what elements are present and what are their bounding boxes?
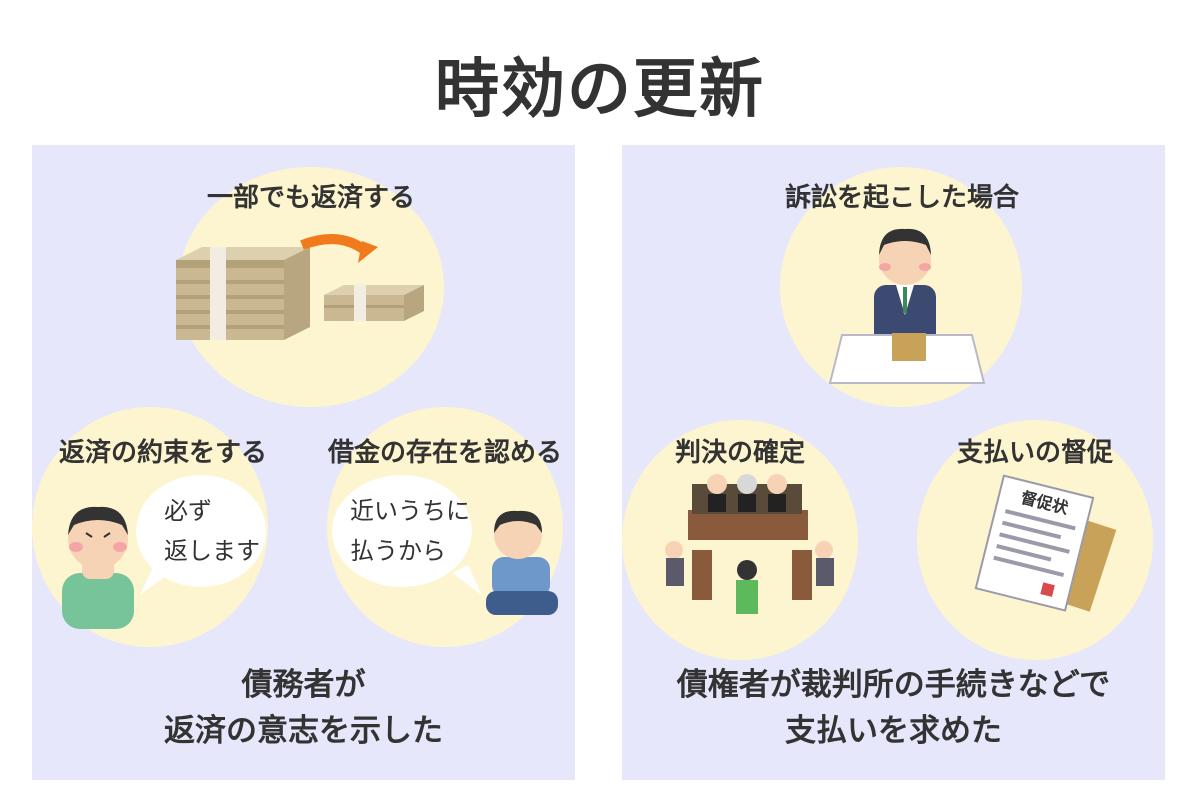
label-judgment: 判決の確定 bbox=[674, 438, 805, 468]
lawyer-filing-illustration bbox=[828, 228, 986, 384]
label-debt-acknowledgment: 借金の存在を認める bbox=[327, 438, 562, 468]
small-money-stack bbox=[324, 285, 424, 321]
speech-bubble-tail bbox=[140, 565, 170, 595]
speech-text-acknowledgment-line1: 近いうちに bbox=[350, 497, 470, 525]
label-lawsuit: 訴訟を起こした場合 bbox=[784, 183, 1019, 213]
courtroom-illustration bbox=[665, 474, 834, 614]
large-money-stack bbox=[176, 247, 310, 340]
left-conclusion-line1: 債務者が bbox=[241, 667, 366, 703]
speech-text-promise-line1: 必ず bbox=[164, 497, 212, 525]
speech-bubble-acknowledgment bbox=[332, 475, 472, 587]
arrow-icon bbox=[300, 234, 378, 263]
person-sitting-illustration bbox=[486, 510, 558, 615]
money-illustration bbox=[176, 234, 424, 340]
speech-text-promise-line2: 返します bbox=[164, 537, 260, 565]
label-partial-repayment: 一部でも返済する bbox=[206, 183, 415, 213]
label-payment-demand: 支払いの督促 bbox=[956, 438, 1113, 468]
speech-bubble-tail bbox=[452, 565, 482, 595]
right-conclusion-line1: 債権者が裁判所の手続きなどで bbox=[676, 667, 1111, 703]
left-conclusion-line2: 返済の意志を示した bbox=[164, 713, 443, 749]
left-panel: 一部でも返済する 返済の約束をする 必ず bbox=[32, 145, 575, 780]
person-apologizing-illustration bbox=[62, 506, 134, 629]
speech-text-acknowledgment-line2: 払うから bbox=[350, 537, 446, 565]
right-conclusion-line2: 支払いを求めた bbox=[785, 713, 1002, 749]
label-repayment-promise: 返済の約束をする bbox=[58, 438, 267, 468]
right-panel: 訴訟を起こした場合 判決の確定 支払いの督促 bbox=[622, 145, 1165, 780]
page-title: 時効の更新 bbox=[435, 53, 765, 127]
demand-letter-illustration: 督促状 bbox=[974, 474, 1117, 612]
